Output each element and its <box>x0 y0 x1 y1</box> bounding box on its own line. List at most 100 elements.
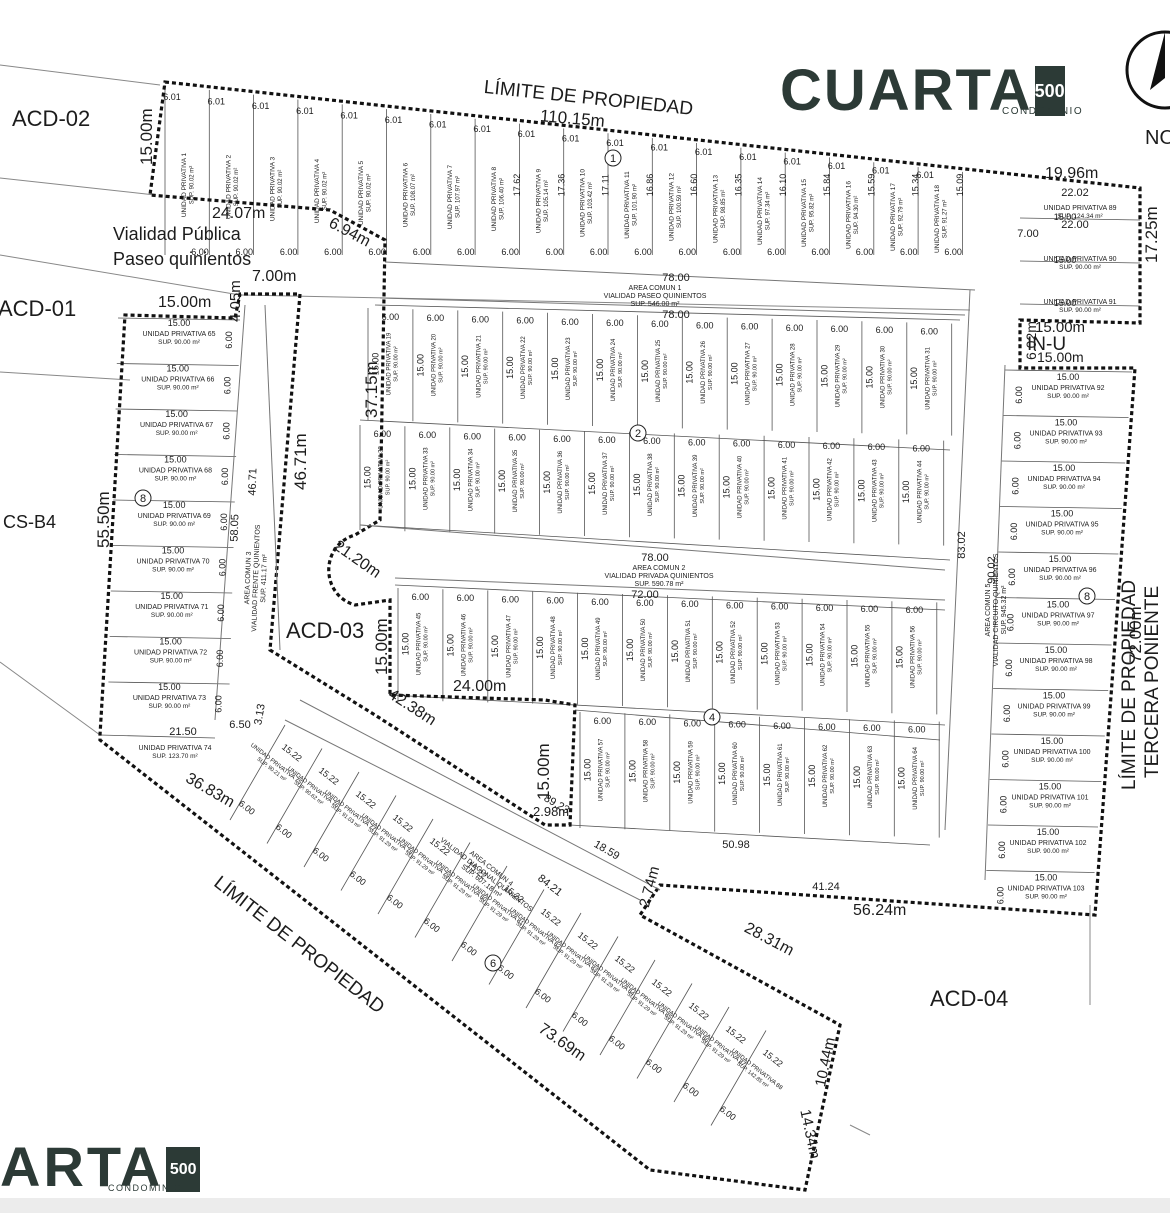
lot-width: 6.01 <box>518 129 536 139</box>
lot-depth: 15.00 <box>632 473 642 496</box>
lot-depth: 15.09 <box>955 174 965 197</box>
unit-area: SUP. 90.00 m² <box>828 637 834 673</box>
lot-width: 6.00 <box>681 599 699 609</box>
tag-number: 6 <box>490 958 496 970</box>
unit-name: UNIDAD PRIVATIVA 97 <box>1021 613 1094 620</box>
dim-inu-width: 15.00m <box>1035 319 1086 336</box>
lot-depth: 15.00 <box>582 759 592 782</box>
lot-depth: 15.00 <box>909 367 919 390</box>
road-measure-r4_c: 18.59 <box>592 838 622 862</box>
lot-depth: 15.00 <box>407 467 417 490</box>
unit-name: UNIDAD PRIVATIVA 71 <box>135 604 208 611</box>
unit-name: UNIDAD PRIVATIVA 14 <box>757 177 764 245</box>
unit-area: SUP. 90.00 m² <box>700 468 706 504</box>
unit-area: SUP. 91.27 m² <box>943 200 949 239</box>
lot-width: 6.00 <box>422 916 442 935</box>
tag-circle <box>703 708 721 726</box>
lot-depth: 15.00 <box>1057 372 1080 382</box>
dim-east-side: 72.00m <box>1126 606 1145 663</box>
lot-depth: 15.00 <box>762 764 772 787</box>
lot-width: 6.00 <box>651 319 669 329</box>
lot-width: 6.00 <box>501 247 519 257</box>
unit-name: UNIDAD PRIVATIVA 36 <box>558 450 564 513</box>
unit-name: UNIDAD PRIVATIVA 15 <box>801 179 808 247</box>
lot-width: 6.00 <box>546 596 564 606</box>
unit-name: UNIDAD PRIVATIVA 5 <box>358 160 365 225</box>
lot-width: 6.01 <box>429 120 447 130</box>
unit-area: SUP. 90.02 m² <box>190 166 196 205</box>
tag-number: 1 <box>610 153 616 165</box>
unit-area: SUP. 90.00 m² <box>430 461 436 497</box>
lot-depth: 15.00 <box>164 455 187 465</box>
brand-number-bottom: 500 <box>166 1147 200 1192</box>
lot-depth: 15.00 <box>158 682 181 692</box>
brand-name: CUARTA <box>780 58 1033 123</box>
lot-width: 6.00 <box>861 604 879 614</box>
unit-area: SUP. 90.00 m² <box>1047 393 1090 400</box>
lot-width: 6.00 <box>1012 432 1022 450</box>
public-road-label-2: Paseo quinientos <box>113 249 252 269</box>
unit-area: SUP. 90.00 m² <box>879 473 885 509</box>
lot-depth: 15.00 <box>856 479 866 502</box>
road-measure-r4_b: 84.21 <box>535 872 564 898</box>
lot-width: 6.00 <box>385 892 405 911</box>
lot-depth: 15.00 <box>490 635 500 658</box>
lot-width: 6.00 <box>1009 523 1019 541</box>
lot-depth: 15.00 <box>849 645 859 668</box>
unit-area: SUP. 90.00 m² <box>790 470 796 506</box>
unit-name: UNIDAD PRIVATIVA 68 <box>139 468 212 475</box>
unit-area: SUP. 90.00 m² <box>1059 307 1102 314</box>
unit-name: UNIDAD PRIVATIVA 21 <box>476 334 482 397</box>
brand-name-partial: ARTA <box>0 1135 164 1198</box>
lot-width: 6.00 <box>471 314 489 324</box>
unit-area: SUP. 103.42 m² <box>588 182 594 224</box>
lot-width: 6.00 <box>594 716 612 726</box>
unit-name: UNIDAD PRIVATIVA 38 <box>648 453 654 516</box>
unit-name: UNIDAD PRIVATIVA 95 <box>1025 522 1098 529</box>
unit-name: UNIDAD PRIVATIVA 46 <box>461 613 467 676</box>
lot-width: 6.00 <box>598 435 616 445</box>
unit-name: UNIDAD PRIVATIVA 47 <box>506 614 512 677</box>
unit-name: UNIDAD PRIVATIVA 73 <box>133 695 206 702</box>
lot-depth: 15.00 <box>362 466 372 489</box>
lot-width: 6.00 <box>1000 750 1010 768</box>
lot-width: 6.00 <box>546 247 564 257</box>
lot-width: 6.01 <box>385 115 403 125</box>
lot-width: 6.00 <box>606 318 624 328</box>
public-road-label-1: Vialidad Pública <box>113 224 241 244</box>
unit-area: SUP. 107.97 m² <box>455 176 461 218</box>
unit-area: SUP. 90.00 m² <box>152 567 195 574</box>
unit-area: SUP. 90.00 m² <box>385 460 391 496</box>
unit-name: UNIDAD PRIVATIVA 19 <box>386 332 392 395</box>
unit-area: SUP. 90.00 m² <box>1037 621 1080 628</box>
unit-area: SUP. 105.14 m² <box>544 180 550 222</box>
lot-width: 6.00 <box>221 422 231 440</box>
lot-depth: 16.35 <box>734 174 744 197</box>
lot-depth: 15.22 <box>539 906 563 928</box>
unit-name: UNIDAD PRIVATIVA 17 <box>890 183 897 251</box>
lot-depth: 15.22 <box>650 977 674 999</box>
unit-name: UNIDAD PRIVATIVA 56 <box>910 625 916 688</box>
unit-name: UNIDAD PRIVATIVA 48 <box>551 616 557 679</box>
acd-02-label: ACD-02 <box>12 106 91 131</box>
dim-small: 2.98m <box>533 804 570 819</box>
lot-width: 6.00 <box>590 247 608 257</box>
unit-area: SUP. 90.00 m² <box>655 467 661 503</box>
unit-area: SUP. 94.30 m² <box>854 196 860 235</box>
